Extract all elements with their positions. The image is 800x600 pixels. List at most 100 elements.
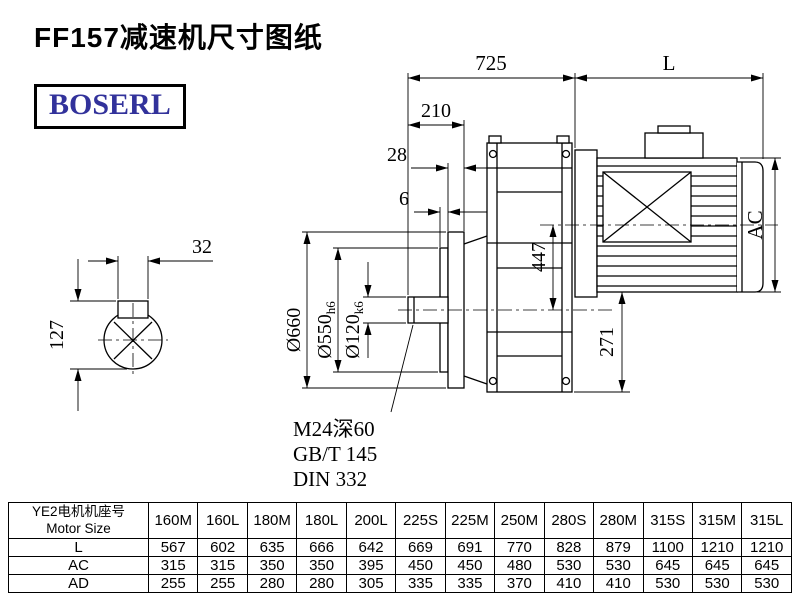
table-cell: 645 <box>642 556 693 575</box>
dim-271: 271 <box>574 292 630 393</box>
dim-550-label: Ø550h6 <box>314 301 338 359</box>
column-header: 225M <box>444 502 496 539</box>
technical-drawing: 32 127 <box>46 51 781 491</box>
table-cell: 691 <box>444 538 496 557</box>
page-title: FF157减速机尺寸图纸 <box>34 22 323 53</box>
table-cell: 770 <box>494 538 545 557</box>
dim-210: 210 <box>408 100 465 231</box>
thread-note: M24深60 GB/T 145 DIN 332 <box>293 324 414 491</box>
dim-447: 447 <box>528 225 557 310</box>
bolt-hole <box>488 376 498 386</box>
table-cell: 370 <box>494 574 545 593</box>
row-label: L <box>8 538 149 557</box>
motor <box>574 125 764 298</box>
dim-flange-od: Ø660 <box>283 231 446 389</box>
housing-lug <box>556 135 570 144</box>
housing-lug <box>488 135 502 144</box>
dim-L-label: L <box>663 51 676 75</box>
dim-271-label: 271 <box>596 327 618 357</box>
standard-gb-label: GB/T 145 <box>293 442 377 466</box>
dim-L: L <box>575 51 764 159</box>
brand-logo: BOSERL <box>34 84 186 129</box>
dim-32-label: 32 <box>192 236 212 258</box>
table-cell: 645 <box>741 556 792 575</box>
dim-28-label: 28 <box>387 144 407 166</box>
table-cell: 280 <box>296 574 347 593</box>
dim-key-width: 32 <box>88 236 213 299</box>
table-cell: 642 <box>345 538 397 557</box>
table-cell: 410 <box>543 574 595 593</box>
dim-447-label: 447 <box>528 242 550 272</box>
dim-127-label: 127 <box>46 320 68 350</box>
table-cell: 645 <box>691 556 743 575</box>
table-cell: 1210 <box>741 538 792 557</box>
dim-725: 725 <box>407 51 576 295</box>
table-cell: 669 <box>395 538 446 557</box>
column-header: 180M <box>246 502 298 539</box>
table-cell: 395 <box>345 556 397 575</box>
dim-725-label: 725 <box>475 51 507 75</box>
thread-note-label: M24深60 <box>293 417 375 441</box>
terminal-box <box>644 132 704 159</box>
table-cell: 450 <box>444 556 496 575</box>
table-cell: 1100 <box>642 538 693 557</box>
table-cell: 530 <box>642 574 693 593</box>
table-cell: 255 <box>147 574 199 593</box>
table-cell: 666 <box>296 538 347 557</box>
table-cell: 315 <box>197 556 248 575</box>
table-cell: 255 <box>197 574 248 593</box>
bolt-hole <box>561 149 571 159</box>
dim-AC: AC <box>740 157 781 293</box>
motor-flange <box>574 149 598 298</box>
table-cell: 335 <box>395 574 446 593</box>
dim-key-height: 127 <box>46 259 127 411</box>
table-cell: 602 <box>197 538 248 557</box>
dim-210-label: 210 <box>421 100 451 122</box>
dim-shaft-dia: Ø120k6 <box>342 262 406 359</box>
column-header: 280S <box>543 502 595 539</box>
table-cell: 480 <box>494 556 545 575</box>
table-cell: 305 <box>345 574 397 593</box>
row-label: AC <box>8 556 149 575</box>
table-cell: 350 <box>296 556 347 575</box>
column-header: 315S <box>642 502 693 539</box>
corner-line2: Motor Size <box>46 520 111 536</box>
dim-spigot: Ø550h6 <box>314 247 438 373</box>
table-cell: 335 <box>444 574 496 593</box>
column-header: 225S <box>395 502 446 539</box>
table-cell: 828 <box>543 538 595 557</box>
table-cell: 530 <box>691 574 743 593</box>
table-cell: 530 <box>543 556 595 575</box>
table-cell: 635 <box>246 538 298 557</box>
table-cell: 1210 <box>691 538 743 557</box>
column-header: 160L <box>197 502 248 539</box>
bolt-hole <box>561 376 571 386</box>
dim-6: 6 <box>399 188 487 247</box>
table-cell: 530 <box>593 556 644 575</box>
gearbox-main-view <box>398 125 778 393</box>
standard-din-label: DIN 332 <box>293 467 367 491</box>
row-label: AD <box>8 574 149 593</box>
dim-120-label: Ø120k6 <box>342 301 366 359</box>
table-cell: 350 <box>246 556 298 575</box>
dimensions: 725 L 210 28 6 <box>283 51 781 491</box>
table-cell: 530 <box>741 574 792 593</box>
table-cell: 567 <box>147 538 199 557</box>
bolt-hole <box>488 149 498 159</box>
fan-cover <box>737 161 764 293</box>
shaft-end-view: 32 127 <box>46 236 213 411</box>
column-header: 180L <box>296 502 347 539</box>
column-header: 315L <box>741 502 792 539</box>
dim-28: 28 <box>387 144 503 231</box>
column-header: 280M <box>593 502 644 539</box>
corner-line1: YE2电机机座号 <box>31 503 126 519</box>
table-cell: 410 <box>593 574 644 593</box>
column-header: 160M <box>147 502 199 539</box>
column-header: 250M <box>494 502 545 539</box>
column-header: 315M <box>691 502 743 539</box>
